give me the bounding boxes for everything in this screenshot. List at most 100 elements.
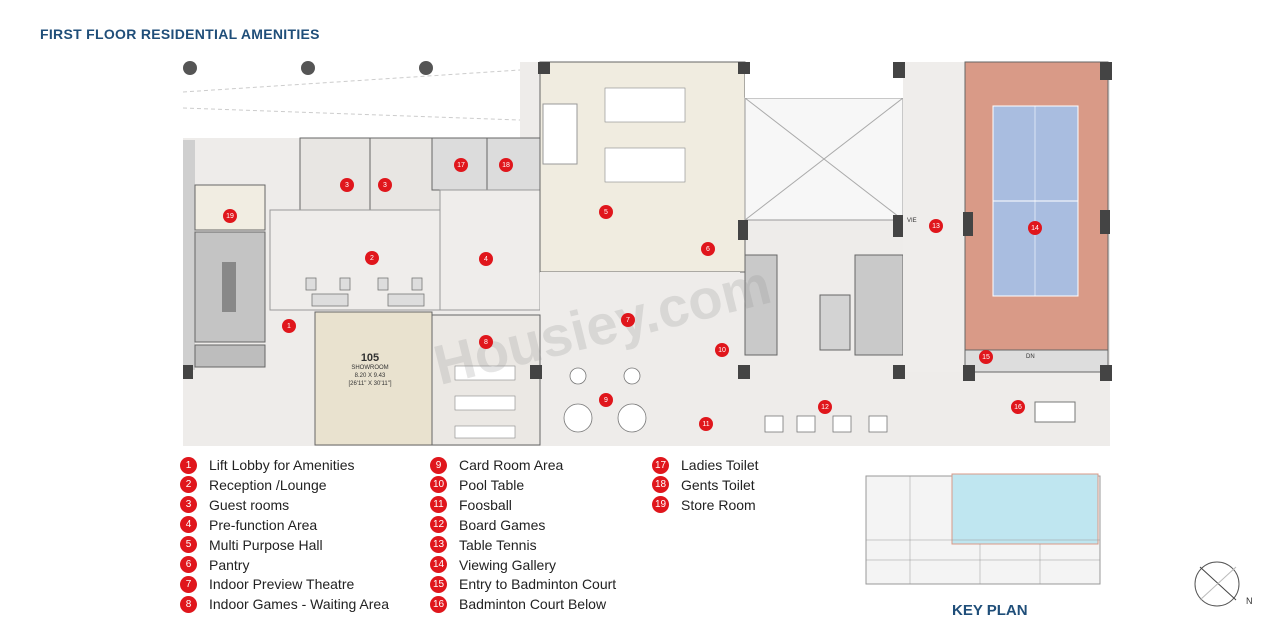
legend-label: Board Games [459, 516, 546, 533]
legend-label: Viewing Gallery [459, 556, 557, 573]
map-marker-16: 16 [1011, 400, 1025, 414]
map-marker-9: 9 [599, 393, 613, 407]
legend-item: 19 Store Room [652, 496, 756, 514]
map-marker-18: 18 [499, 158, 513, 172]
legend-marker: 3 [180, 496, 197, 514]
lift-core-right2 [854, 254, 904, 356]
legend-label: Pantry [209, 556, 250, 573]
legend-item: 17 Ladies Toilet [652, 456, 759, 474]
legend-item: 6 Pantry [180, 556, 249, 574]
legend-marker: 4 [180, 516, 197, 534]
reception [269, 209, 441, 311]
legend-marker: 8 [180, 595, 197, 613]
viewing-gallery [903, 62, 965, 372]
showroom-label: 105 SHOWROOM 8.20 X 9.43 [26'11" X 30'11… [345, 352, 395, 388]
legend-marker: 14 [430, 556, 447, 573]
legend-marker: 7 [180, 575, 197, 593]
legend-marker: 1 [180, 456, 197, 474]
legend-label: Multi Purpose Hall [209, 536, 323, 553]
map-marker-14: 14 [1028, 221, 1042, 235]
legend-item: 15 Entry to Badminton Court [430, 575, 616, 593]
showroom [314, 311, 433, 446]
showroom-dims1: 8.20 X 9.43 [354, 373, 386, 379]
legend-marker: 17 [652, 456, 669, 474]
legend-item: 5 Multi Purpose Hall [180, 536, 323, 554]
legend-marker: 5 [180, 536, 197, 554]
legend-item: 13 Table Tennis [430, 536, 537, 554]
key-plan-title: KEY PLAN [952, 602, 1028, 619]
column [301, 61, 315, 75]
legend-item: 1 Lift Lobby for Amenities [180, 456, 355, 474]
dn-label: DN [1026, 354, 1035, 360]
legend-marker: 19 [652, 496, 669, 514]
open-area-top [183, 62, 520, 138]
showroom-name: SHOWROOM [351, 365, 389, 371]
map-marker-5: 5 [599, 205, 613, 219]
legend-marker: 13 [430, 536, 447, 554]
legend-marker: 18 [652, 476, 669, 494]
legend-marker: 9 [430, 456, 447, 474]
legend-label: Foosball [459, 496, 512, 513]
map-marker-2: 2 [365, 251, 379, 265]
legend-item: 11 Foosball [430, 496, 512, 514]
legend-label: Pool Table [459, 476, 525, 493]
legend-label: Table Tennis [459, 536, 537, 553]
map-marker-15: 15 [979, 350, 993, 364]
legend-marker: 15 [430, 575, 447, 593]
legend-marker: 11 [430, 496, 447, 514]
map-marker-3: 3 [378, 178, 392, 192]
column [183, 61, 197, 75]
map-marker-8: 8 [479, 335, 493, 349]
legend-marker: 16 [430, 595, 447, 613]
legend-item: 16 Badminton Court Below [430, 595, 606, 613]
page-title: FIRST FLOOR RESIDENTIAL AMENITIES [40, 26, 320, 42]
map-marker-11: 11 [699, 417, 713, 431]
map-marker-10: 10 [715, 343, 729, 357]
legend-item: 7 Indoor Preview Theatre [180, 575, 354, 593]
legend-label: Store Room [681, 496, 756, 513]
store-room [194, 184, 266, 231]
compass-icon [1194, 561, 1240, 607]
legend-label: Reception /Lounge [209, 476, 327, 493]
showroom-dims2: [26'11" X 30'11"] [348, 381, 392, 387]
legend-item: 18 Gents Toilet [652, 476, 755, 494]
map-marker-12: 12 [818, 400, 832, 414]
column [419, 61, 433, 75]
legend-label: Guest rooms [209, 496, 290, 513]
key-plan-highlight [951, 473, 1099, 545]
legend-label: Ladies Toilet [681, 457, 759, 473]
map-marker-1: 1 [282, 319, 296, 333]
legend-item: 9 Card Room Area [430, 456, 563, 474]
legend-item: 3 Guest rooms [180, 496, 289, 514]
lift-core-right [744, 254, 778, 356]
map-marker-6: 6 [701, 242, 715, 256]
legend-label: Indoor Games - Waiting Area [209, 596, 390, 613]
north-label: N [1246, 596, 1253, 606]
legend-label: Lift Lobby for Amenities [209, 457, 355, 473]
legend-item: 8 Indoor Games - Waiting Area [180, 595, 389, 613]
map-marker-13: 13 [929, 219, 943, 233]
vie-label: VIE [907, 218, 917, 224]
legend-label: Badminton Court Below [459, 596, 607, 613]
legend-item: 4 Pre-function Area [180, 516, 317, 534]
legend-label: Pre-function Area [209, 516, 318, 533]
legend-marker: 6 [180, 556, 197, 573]
map-marker-7: 7 [621, 313, 635, 327]
legend-item: 10 Pool Table [430, 476, 524, 494]
legend-label: Gents Toilet [681, 476, 755, 493]
legend-item: 14 Viewing Gallery [430, 556, 556, 574]
legend-marker: 12 [430, 516, 447, 534]
stair-block [183, 140, 195, 370]
legend-label: Entry to Badminton Court [459, 576, 617, 593]
prefunction [439, 189, 541, 311]
map-marker-19: 19 [223, 209, 237, 223]
map-marker-3: 3 [340, 178, 354, 192]
legend-item: 12 Board Games [430, 516, 545, 534]
map-marker-4: 4 [479, 252, 493, 266]
legend-marker: 10 [430, 476, 447, 494]
map-marker-17: 17 [454, 158, 468, 172]
showroom-number: 105 [360, 352, 380, 364]
legend-label: Indoor Preview Theatre [209, 576, 355, 593]
legend-label: Card Room Area [459, 457, 564, 473]
